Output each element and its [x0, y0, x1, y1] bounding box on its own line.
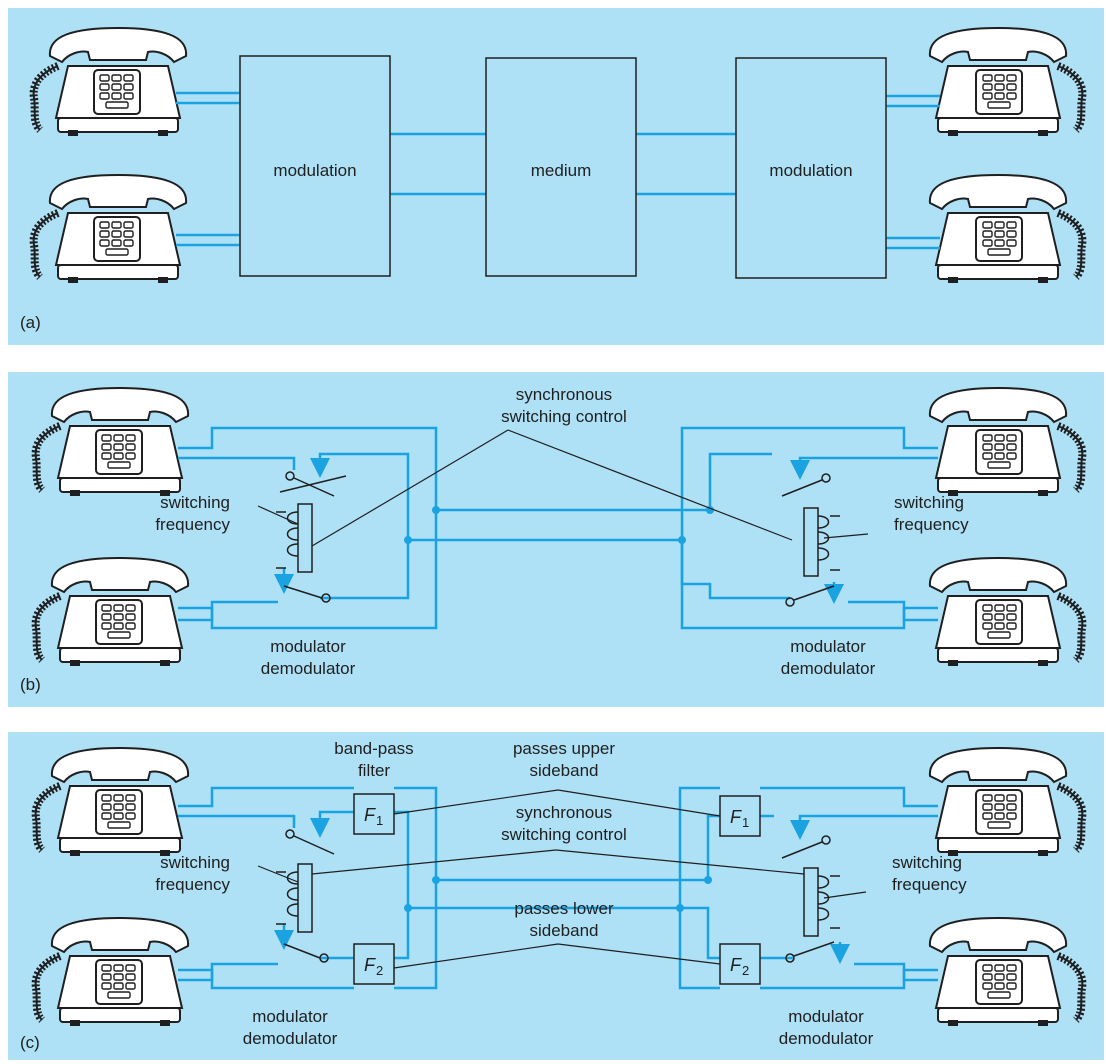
panel-b-synchronous-switching: synchronous switching control switching …	[8, 372, 1104, 707]
right-wiring	[678, 786, 938, 990]
left-freq-line1: switching	[160, 493, 230, 512]
bandpass-line2: filter	[358, 761, 390, 780]
right-mod-line1: modulator	[788, 1007, 864, 1026]
left-freq-line1: switching	[160, 853, 230, 872]
filter-f2-right-letter: F	[730, 955, 742, 975]
filter-f1-left-letter: F	[364, 805, 376, 825]
filter-f2-right-sub: 2	[742, 963, 749, 978]
modulation-label-left: modulation	[273, 161, 356, 180]
panel-letter: (a)	[20, 313, 41, 332]
medium-box	[485, 57, 637, 277]
telephone-icon	[930, 175, 1082, 283]
panel-letter: (b)	[20, 675, 41, 694]
upper-sideband-line1: passes upper	[513, 739, 615, 758]
filter-f2-left-sub: 2	[376, 963, 383, 978]
telephone-icon	[930, 28, 1082, 136]
right-mod-line2: demodulator	[779, 1029, 874, 1048]
telephone-icon	[36, 918, 188, 1026]
telephone-icon	[34, 28, 186, 136]
left-mod-line1: modulator	[270, 637, 346, 656]
panel-c-diagram: F 1 F 2 F 1	[20, 739, 1104, 1052]
telephone-icon	[930, 388, 1082, 496]
panel-c-bandpass-filtering: F 1 F 2 F 1	[8, 732, 1104, 1060]
upper-sideband-line2: sideband	[529, 761, 598, 780]
left-switch	[276, 829, 335, 963]
right-mod-line2: demodulator	[781, 659, 876, 678]
filter-f1-right-sub: 1	[742, 815, 749, 830]
right-switch	[781, 473, 840, 607]
left-mod-line2: demodulator	[261, 659, 356, 678]
left-freq-line2: frequency	[155, 515, 230, 534]
filter-f2-left	[353, 943, 395, 985]
panel-a-multiplex-overview: modulation medium modulation (a)	[8, 8, 1104, 345]
sync-label-line2: switching control	[501, 407, 627, 426]
modulation-box-left	[239, 55, 391, 277]
sync-label-line1: synchronous	[516, 385, 612, 404]
modulation-label-right: modulation	[769, 161, 852, 180]
telephone-icon	[930, 748, 1082, 856]
sync-label-line2: switching control	[501, 825, 627, 844]
leader-lines	[257, 789, 867, 969]
telephone-icon	[36, 558, 188, 666]
leader-lines	[257, 429, 869, 547]
telephone-icon	[36, 388, 188, 496]
left-wiring	[178, 786, 708, 990]
right-wiring	[680, 426, 938, 630]
telephone-icon	[930, 918, 1082, 1026]
panel-a-diagram: modulation medium modulation (a)	[20, 8, 1104, 332]
right-freq-line2: frequency	[892, 875, 967, 894]
right-mod-line1: modulator	[790, 637, 866, 656]
filter-f1-right	[719, 795, 761, 837]
right-freq-line1: switching	[892, 853, 962, 872]
panel-b-diagram: synchronous switching control switching …	[20, 372, 1104, 694]
left-mod-line1: modulator	[252, 1007, 328, 1026]
right-switch	[781, 835, 840, 963]
left-switch	[276, 471, 347, 603]
left-mod-line2: demodulator	[243, 1029, 338, 1048]
filter-f2-right	[719, 943, 761, 985]
filter-f1-left	[353, 793, 395, 835]
lower-sideband-line1: passes lower	[514, 899, 614, 918]
filter-f1-right-letter: F	[730, 807, 742, 827]
panel-letter: (c)	[20, 1033, 40, 1052]
left-wiring	[178, 426, 710, 630]
filter-f2-left-letter: F	[364, 955, 376, 975]
right-freq-line2: frequency	[894, 515, 969, 534]
modulation-box-right	[735, 57, 887, 279]
lower-sideband-line2: sideband	[529, 921, 598, 940]
telephone-icon	[34, 175, 186, 283]
medium-label: medium	[531, 161, 591, 180]
left-freq-line2: frequency	[155, 875, 230, 894]
right-freq-line1: switching	[894, 493, 964, 512]
telephone-icon	[930, 558, 1082, 666]
telephone-icon	[36, 748, 188, 856]
wire-group	[176, 91, 940, 250]
bandpass-line1: band-pass	[334, 739, 413, 758]
filter-f1-left-sub: 1	[376, 813, 383, 828]
sync-label-line1: synchronous	[516, 803, 612, 822]
